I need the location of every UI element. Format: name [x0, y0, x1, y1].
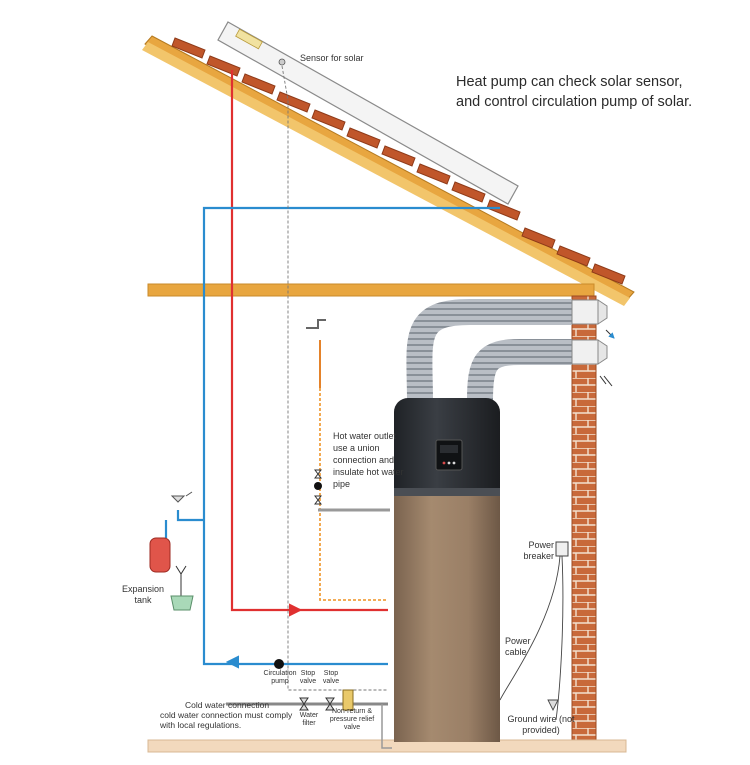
heat-pump-tank: [394, 398, 500, 742]
label-power-breaker: Power breaker: [523, 540, 554, 561]
label-circulation-pump: Circulation pump: [263, 670, 297, 685]
roof: [142, 21, 635, 306]
label-water-filter: Water filter: [299, 712, 319, 727]
label-stop-valve-2: Stop valve: [322, 670, 340, 685]
label-cold-water-connection: Cold water connection: [185, 700, 270, 710]
power-breaker-icon: [555, 541, 569, 557]
label-power-cable: Power cable: [505, 636, 531, 657]
brick-wall: [571, 295, 597, 745]
label-stop-valve-1: Stop valve: [299, 670, 317, 685]
air-ducts: [406, 299, 615, 403]
hot-water-pipe: [306, 319, 390, 601]
roof-tiles: [171, 37, 626, 285]
control-panel: [435, 439, 463, 471]
label-non-return-valve: Non-return & pressure relief valve: [329, 708, 375, 731]
ceiling-beam: [147, 283, 595, 297]
description-text: Heat pump can check solar sensor, and co…: [456, 74, 693, 110]
expansion-tank: [149, 491, 194, 611]
solar-loop-pipes: [164, 70, 500, 669]
label-cold-water-note: cold water connection must comply with l…: [160, 710, 293, 730]
power-system: [499, 541, 569, 721]
cold-water-inlet: [226, 659, 392, 749]
solar-panel: [217, 21, 519, 205]
label-expansion-tank: Expansion tank: [121, 584, 165, 605]
solar-sensor-icon: [278, 58, 286, 66]
label-hot-water-outlet: Hot water outlet use a union connection …: [333, 431, 404, 489]
label-sensor-for-solar: Sensor for solar: [300, 53, 364, 63]
floor: [147, 739, 627, 753]
sensor-wire: [281, 65, 388, 691]
label-ground-wire: Ground wire (not provided): [507, 714, 575, 735]
